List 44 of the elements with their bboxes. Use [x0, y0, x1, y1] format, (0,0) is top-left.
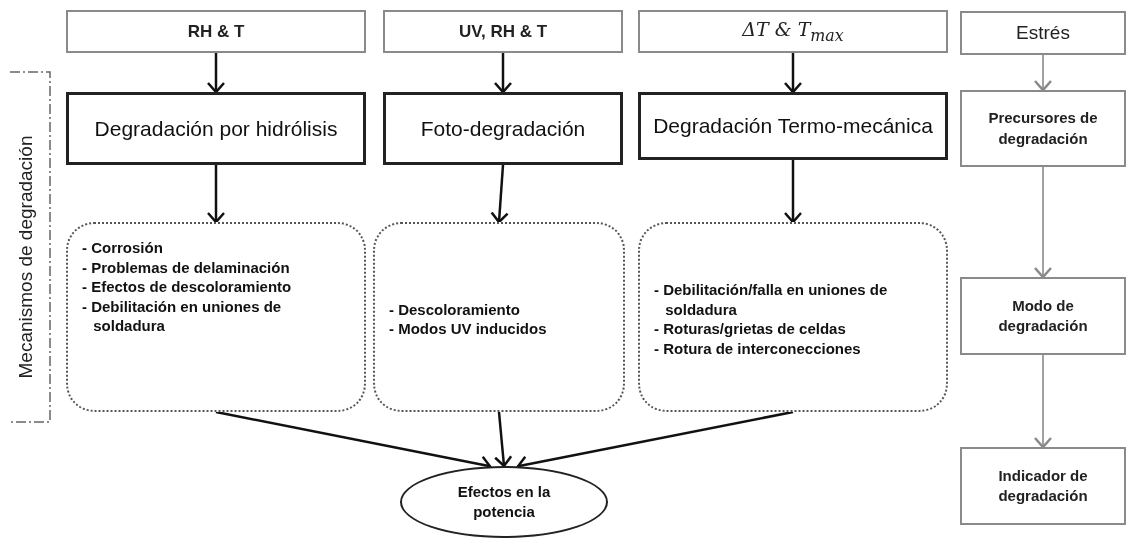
node-label: Precursores de degradación: [987, 108, 1099, 149]
arrow: [490, 164, 509, 224]
node-label: ΔT & T$_{max}$: [742, 18, 844, 45]
node-label: Degradación por hidrólisis: [94, 115, 338, 142]
list-item: - Roturas/grietas de celdas: [654, 319, 847, 339]
list-item: - Problemas de delaminación: [82, 257, 291, 277]
effects-box: [638, 222, 948, 412]
list-item: - Debilitación en uniones de soldadura: [82, 296, 283, 336]
stress-factor-box: [383, 10, 623, 53]
list-item: - Descoloramiento: [389, 299, 521, 319]
list-item: - Debilitación/falla en uniones de soldadura: [654, 280, 889, 319]
stress-factor-box: [638, 10, 948, 53]
node-label: Indicador de degradación: [997, 465, 1089, 506]
list-item: - Rotura de interconecciones: [654, 338, 862, 358]
arrow: [783, 53, 803, 94]
node-label: Foto-degradación: [420, 115, 586, 142]
arrow: [493, 53, 513, 94]
node-label: Degradación Termo-mecánica: [653, 113, 933, 139]
list-item: - Corrosión: [82, 238, 164, 258]
arrow: [206, 165, 226, 224]
arrow: [493, 411, 513, 468]
list-item: - Efectos de descoloramiento: [82, 277, 293, 297]
list-item: - Modos UV inducidos: [389, 319, 548, 339]
arrow: [1033, 354, 1053, 449]
arrow: [1033, 54, 1053, 92]
process-box: [960, 90, 1126, 167]
header-box: [960, 11, 1126, 55]
node-label: Estrés: [1016, 22, 1070, 44]
mechanism-box: [383, 92, 623, 165]
stress-factor-box: [66, 10, 366, 53]
mechanism-box: [638, 92, 948, 160]
mechanism-box: [66, 92, 366, 165]
node-label: UV, RH & T: [458, 21, 548, 42]
node-label: Modo de degradación: [997, 295, 1089, 336]
arrow: [1033, 166, 1053, 279]
effects-box: [373, 222, 625, 412]
process-box: [960, 277, 1126, 355]
process-box: [960, 447, 1126, 525]
arrow: [783, 160, 803, 224]
node-label: RH & T: [187, 21, 245, 42]
node-label: Efectos en la potencia: [456, 481, 552, 522]
effects-box: [66, 222, 366, 412]
arrow: [206, 53, 226, 94]
group-label: Mecanismos de degradación: [15, 134, 37, 381]
